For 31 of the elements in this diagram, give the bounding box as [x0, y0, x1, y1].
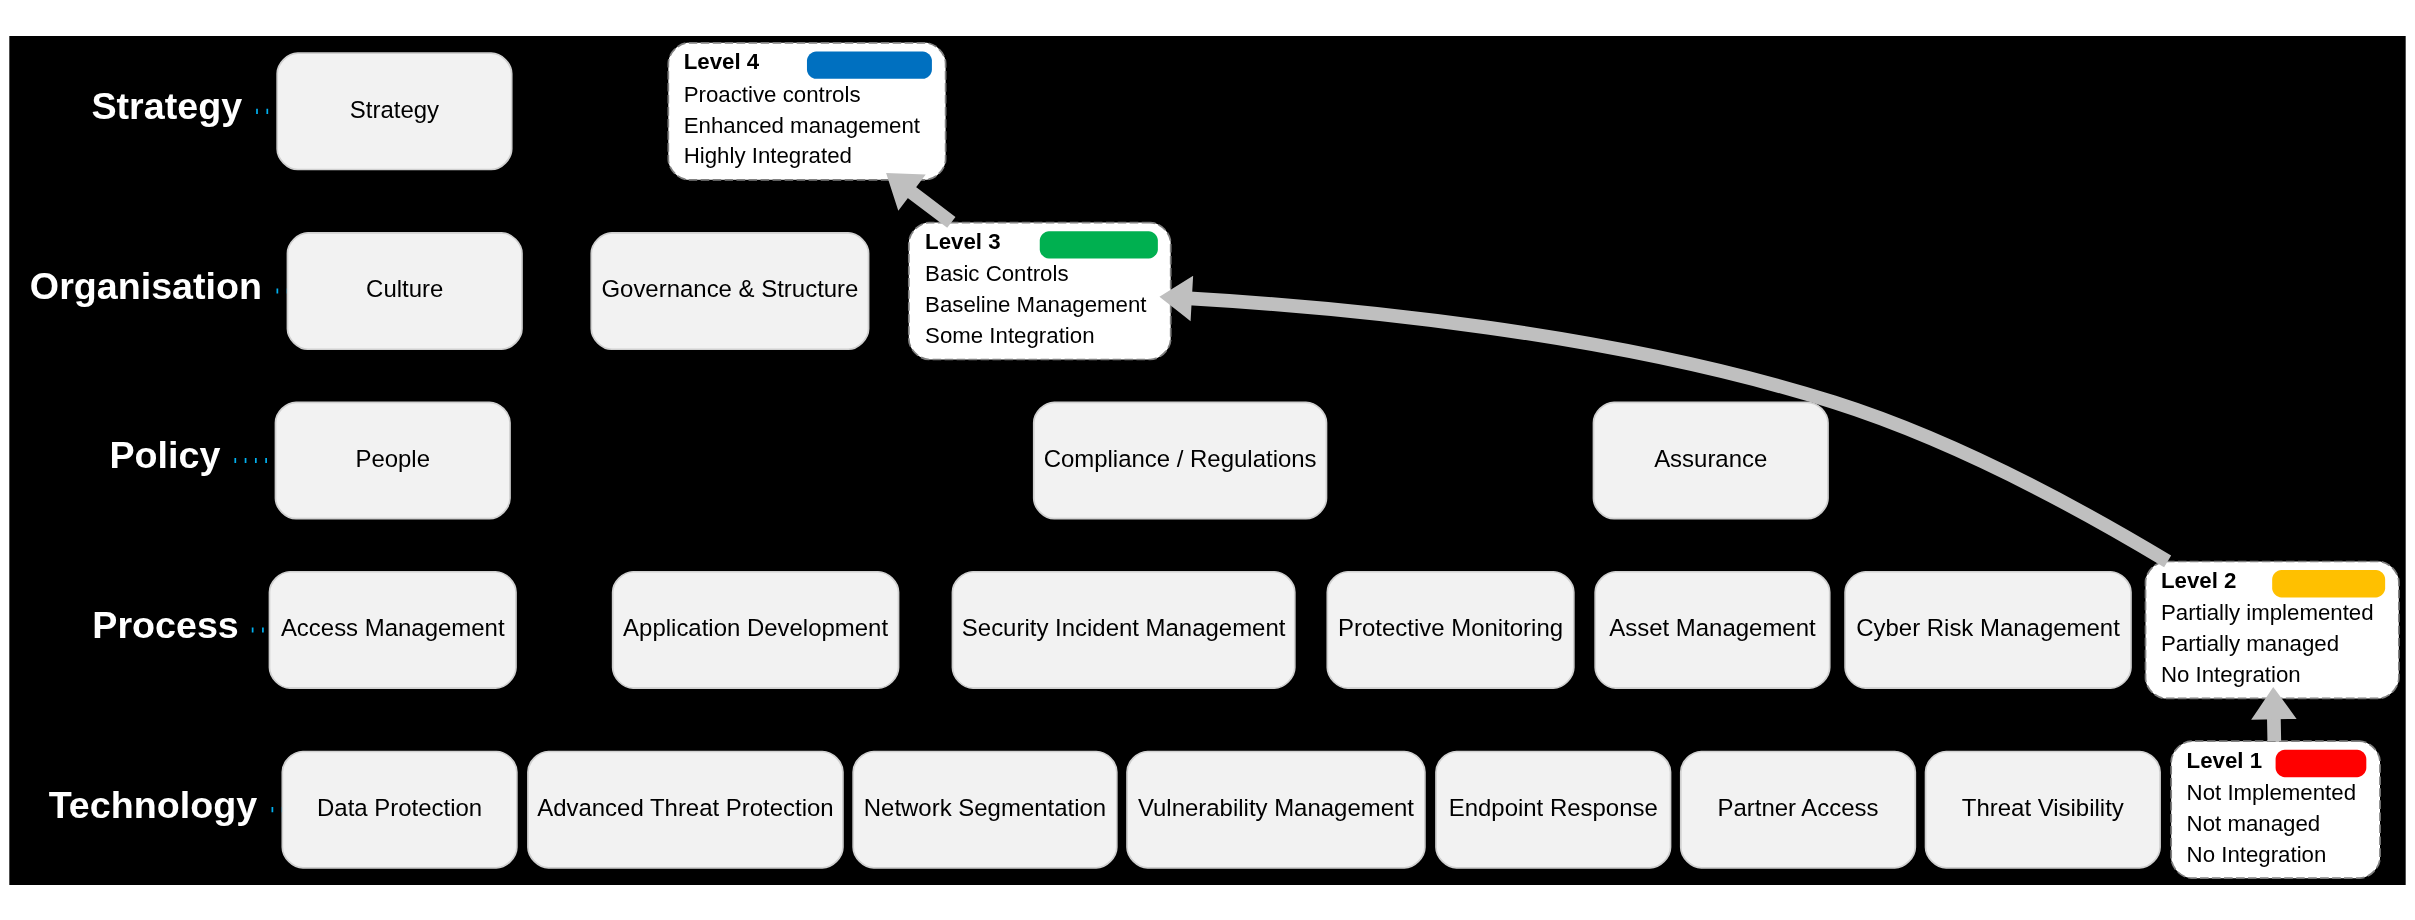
node-box: Partner Access: [1679, 750, 1917, 869]
node-box: People: [274, 400, 511, 520]
node-text: Organisation: [29, 264, 263, 307]
node-box: Network Segmentation: [852, 750, 1118, 869]
node-box: Cyber Risk Management: [1844, 570, 2132, 689]
node-box: Threat Visibility: [1924, 750, 2161, 869]
node-box: Asset Management: [1594, 570, 1831, 689]
arrow: [2251, 686, 2297, 741]
node-box: Security Incident Management: [951, 570, 1296, 689]
node-box: Endpoint Response: [1435, 750, 1672, 869]
arrow: [886, 172, 956, 228]
node-box: Vulnerability Management: [1126, 750, 1426, 869]
node-text: Technology: [48, 783, 258, 826]
node-text: Policy: [109, 433, 221, 476]
node-box: Advanced Threat Protection: [527, 750, 844, 869]
node-box: Strategy: [276, 51, 513, 170]
node-box: Level 2 Partially implemented Partially managed No Integration: [2144, 560, 2400, 699]
node-box: Assurance: [1592, 400, 1829, 520]
node-box: Protective Monitoring: [1326, 570, 1575, 689]
node-box: Culture: [286, 231, 523, 350]
node-box: Level 4 Proactive controls Enhanced management Highly Integrated: [667, 41, 947, 181]
node-box: Governance & Structure: [590, 231, 870, 350]
node-box: Level 1 Not Implemented Not managed No Integration: [2170, 739, 2381, 879]
node-box: Application Development: [611, 570, 900, 689]
node-box: Compliance / Regulations: [1032, 400, 1328, 520]
node-box: Access Management: [268, 570, 517, 689]
node-box: Level 3 Basic Controls Baseline Management Some Integration: [907, 221, 1172, 360]
node-text: Process: [92, 603, 239, 646]
node-box: Data Protection: [281, 750, 518, 869]
arrow: [1159, 275, 2172, 567]
node-text: Strategy: [91, 84, 243, 127]
